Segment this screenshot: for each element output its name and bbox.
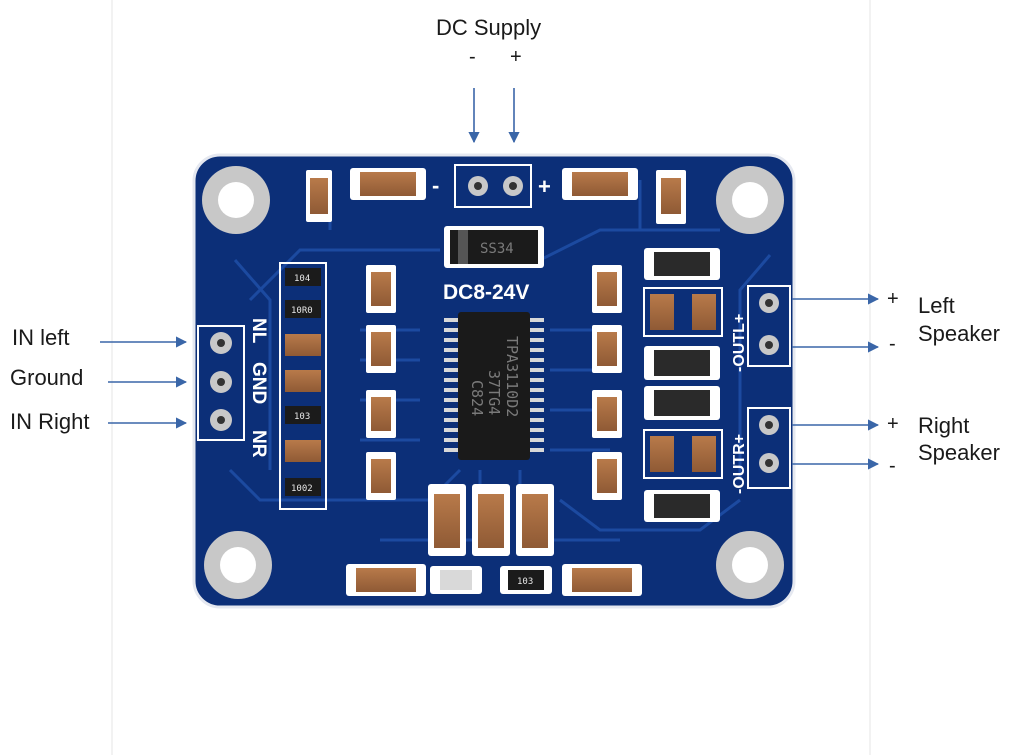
label-right-line1: Right (918, 413, 970, 438)
right-components (643, 248, 723, 522)
dc-supply-plus: + (510, 46, 522, 68)
label-left-line1: Left (918, 293, 955, 318)
label-in-right: IN Right (10, 409, 90, 434)
dc-supply-title: DC Supply (436, 15, 542, 40)
label-left-line2: Speaker (918, 321, 1000, 346)
dc-supply-minus: - (469, 46, 476, 68)
smd-label-103a: 103 (294, 412, 310, 422)
board-input-gnd: GND (248, 362, 269, 404)
chip-label-line3: C824 (468, 380, 486, 416)
pcb-board: - + SS34 DC8-24V (192, 153, 796, 609)
label-left-plus: + (887, 288, 899, 310)
annotation-arrows (100, 88, 880, 470)
chip-caps-left (366, 265, 396, 500)
board-out-l: -OUTL+ (731, 314, 748, 372)
label-ground: Ground (10, 365, 84, 390)
board-input-nl: NL (248, 318, 269, 344)
mounting-hole-br (716, 531, 784, 599)
board-voltage-label: DC8-24V (443, 281, 529, 304)
chip-label-line1: TPA3110D2 (503, 336, 521, 417)
bottom-components (346, 484, 642, 596)
output-header-left (747, 285, 791, 367)
diode-ss34 (444, 226, 544, 268)
smd-label-104: 104 (294, 274, 310, 284)
smd-label-10r0: 10R0 (291, 306, 313, 316)
power-header (454, 164, 532, 208)
amplifier-chip (444, 312, 544, 460)
mounting-hole-tr (716, 166, 784, 234)
mounting-hole-bl (204, 531, 272, 599)
label-in-left: IN left (12, 325, 70, 350)
output-header-right (747, 407, 791, 489)
label-left-minus: - (889, 333, 896, 355)
chip-label-line2: 37TG4 (485, 370, 503, 415)
board-power-minus: - (432, 173, 439, 198)
board-input-nr: NR (248, 430, 269, 458)
diode-label: SS34 (480, 241, 514, 257)
mounting-hole-tl (202, 166, 270, 234)
board-power-plus: + (538, 174, 551, 199)
label-right-minus: - (889, 455, 896, 477)
label-right-plus: + (887, 413, 899, 435)
left-smd-column (279, 262, 327, 510)
label-right-line2: Speaker (918, 440, 1000, 465)
chip-caps-right (592, 265, 622, 500)
smd-label-103b: 103 (517, 577, 533, 587)
board-out-r: -OUTR+ (731, 434, 748, 494)
smd-label-1002: 1002 (291, 484, 313, 494)
input-header (197, 325, 245, 441)
top-components (306, 168, 686, 224)
